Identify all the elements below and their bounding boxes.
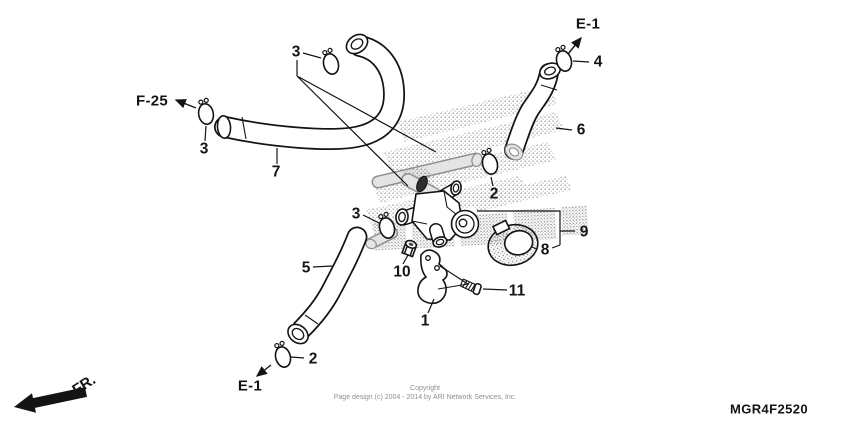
clamp-3-top [322,47,340,75]
part-callout-11[interactable]: 11 [508,282,526,300]
part-callout-6[interactable]: 6 [576,121,586,139]
copyright-line-2: Page design (c) 2004 - 2014 by ARI Netwo… [333,393,517,401]
screw-11-drawing [459,278,482,296]
part-callout-3[interactable]: 3 [291,43,301,61]
part-callout-1[interactable]: 1 [420,312,430,330]
clamp-2-mid [481,147,499,175]
copyright-line-1: Copyright [410,385,440,392]
part-callout-8[interactable]: 8 [540,241,550,259]
hose-7-drawing [214,33,406,150]
part-callout-5[interactable]: 5 [301,259,311,277]
clamp-3-center [378,211,396,239]
band-clamp-8-drawing [487,219,539,267]
part-callout-9[interactable]: 9 [579,223,589,241]
diagram-code: MGR4F2520 [729,401,809,417]
part-callout-2[interactable]: 2 [489,185,499,203]
part-callout-2[interactable]: 2 [308,350,318,368]
copyright-block: Copyright Page design (c) 2004 - 2014 by… [0,385,850,402]
part-callout-4[interactable]: 4 [593,53,603,71]
leader-lines [204,52,590,359]
reference-arrows [174,36,582,377]
section-ref-e1-top[interactable]: E-1 [575,15,601,33]
clamp-3-left [197,97,215,126]
part-callout-3[interactable]: 3 [199,140,209,158]
front-direction-arrow [14,387,87,413]
part-callout-7[interactable]: 7 [271,163,281,181]
hose-5-drawing [287,226,368,345]
section-ref-f25[interactable]: F-25 [135,92,169,110]
mount-10-drawing [401,239,418,258]
part-callout-10[interactable]: 10 [393,263,411,281]
part-callout-3[interactable]: 3 [351,205,361,223]
clamp-2-bottom [274,340,292,368]
control-valve-drawing [395,164,480,248]
section-ref-e1-bottom[interactable]: E-1 [237,377,263,395]
clamp-4 [555,44,573,72]
